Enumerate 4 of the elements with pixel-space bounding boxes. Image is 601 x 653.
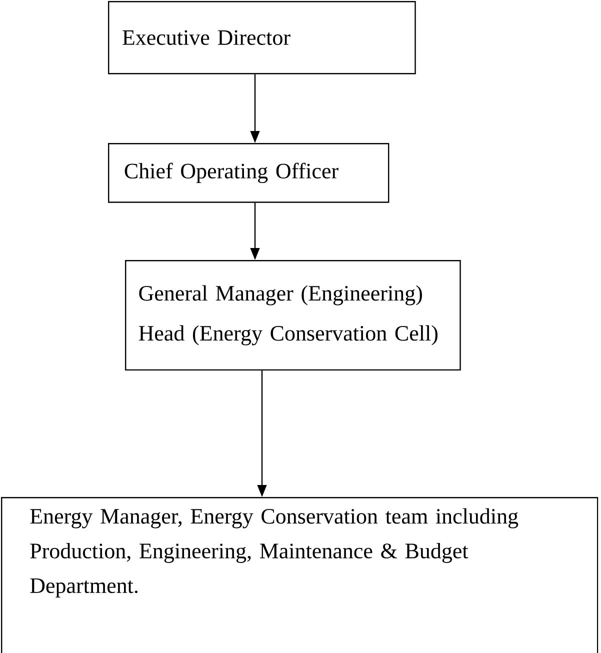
process-box: General Manager (Engineering) Head (Energy Conservation Cell) xyxy=(125,260,461,371)
process-box: Energy Manager, Energy Conservation team including Production, Engineering, Maintenance & Budget Department. xyxy=(1,497,598,653)
process-box: Chief Operating Officer xyxy=(108,143,390,203)
process-box: Executive Director xyxy=(108,1,416,74)
